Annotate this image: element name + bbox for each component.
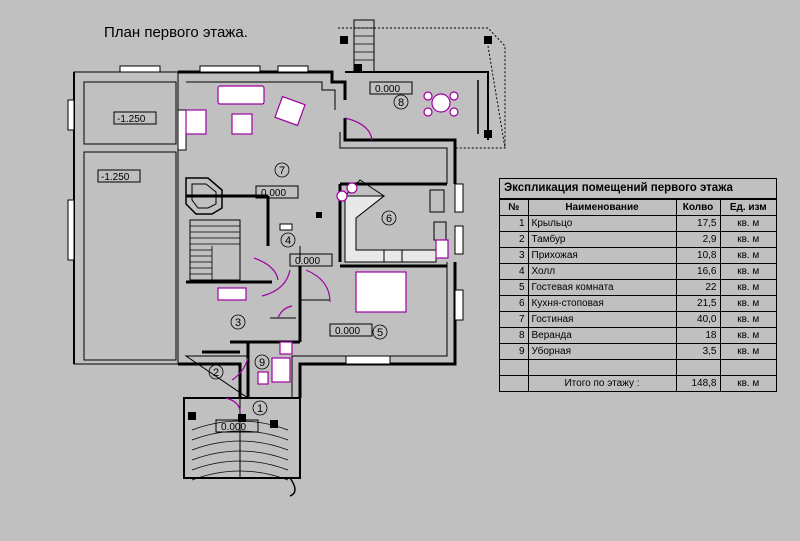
table-row: 6 Кухня-стоповая 21,5 кв. м: [500, 295, 776, 312]
row-unit: кв. м: [719, 343, 776, 360]
door-swings: [225, 117, 373, 413]
row-number: 8: [500, 327, 529, 344]
garage-upper-room: [83, 81, 177, 145]
row-unit: кв. м: [719, 311, 776, 328]
row-value: 2,9: [675, 231, 721, 248]
table-row: 3 Прихожая 10,8 кв. м: [500, 247, 776, 264]
row-value: 16,6: [675, 263, 721, 280]
veranda-wall: [345, 71, 489, 140]
plan-title: План первого этажа.: [104, 24, 248, 41]
row-name: Уборная: [527, 343, 677, 360]
table-row: 8 Веранда 18 кв. м: [500, 327, 776, 344]
row-value: 40,0: [675, 311, 721, 328]
room-1-level: 0.000: [221, 422, 246, 433]
row-number: 9: [500, 343, 529, 360]
row-unit: кв. м: [719, 231, 776, 248]
room-number-6: 6: [386, 213, 392, 225]
room-number-1: 1: [257, 403, 263, 415]
row-name: Кухня-стоповая: [527, 295, 677, 312]
row-value: 21,5: [675, 295, 721, 312]
row-number: 3: [500, 247, 529, 264]
row-unit: кв. м: [719, 327, 776, 344]
kitchen-cabinet: [433, 221, 447, 241]
col-header-number: №: [500, 199, 529, 216]
row-name: Тамбур: [527, 231, 677, 248]
row-number: 5: [500, 279, 529, 296]
house-inner-wall-line: [184, 81, 448, 399]
row-number: 2: [500, 231, 529, 248]
row-number: 6: [500, 295, 529, 312]
explication-title: Экспликация помещений первого этажа: [500, 179, 776, 199]
room-number-2: 2: [213, 367, 219, 379]
fireplace: [185, 177, 223, 215]
row-unit: кв. м: [719, 247, 776, 264]
house-outer-wall: [178, 70, 457, 398]
furniture: [185, 85, 459, 385]
row-name: Гостевая комната: [527, 279, 677, 296]
row-name: Холл: [527, 263, 677, 280]
row-number: 7: [500, 311, 529, 328]
table-row: 9 Уборная 3,5 кв. м: [500, 343, 776, 360]
total-label: Итого по этажу :: [527, 375, 677, 391]
stove: [383, 249, 403, 263]
porch: [183, 397, 301, 479]
table-row: 4 Холл 16,6 кв. м: [500, 263, 776, 280]
columns: [188, 36, 492, 428]
table-header-row: № Наименование Колво Ед. изм: [500, 199, 776, 216]
room-7-level: 0.000: [261, 188, 286, 199]
row-value: 18: [675, 327, 721, 344]
total-value: 148,8: [675, 375, 721, 391]
table-empty-row: [500, 359, 776, 376]
explication-table: Экспликация помещений первого этажа № На…: [499, 178, 777, 392]
row-value: 3,5: [675, 343, 721, 360]
room-4-level: 0.000: [295, 256, 320, 267]
room-number-8: 8: [398, 97, 404, 109]
row-name: Гостиная: [527, 311, 677, 328]
row-number: 1: [500, 215, 529, 232]
row-value: 22: [675, 279, 721, 296]
room-5-level: 0.000: [335, 326, 360, 337]
row-name: Крыльцо: [527, 215, 677, 232]
row-name: Веранда: [527, 327, 677, 344]
fridge: [429, 189, 445, 213]
room-number-3: 3: [235, 317, 241, 329]
col-header-unit: Ед. изм: [719, 199, 776, 216]
veranda-roof-outline: [338, 27, 506, 149]
row-number: 4: [500, 263, 529, 280]
row-value: 17,5: [675, 215, 721, 232]
table-row: 7 Гостиная 40,0 кв. м: [500, 311, 776, 328]
col-header-name: Наименование: [527, 199, 677, 216]
porch-stairs: [191, 420, 289, 481]
row-name: Прихожая: [527, 247, 677, 264]
room-number-9: 9: [259, 357, 265, 369]
garage-level-2: -1.250: [101, 172, 130, 183]
room-number-4: 4: [285, 235, 291, 247]
veranda-steps: [353, 19, 375, 73]
room-8-level: 0.000: [375, 84, 400, 95]
room-number-7: 7: [279, 165, 285, 177]
table-row: 2 Тамбур 2,9 кв. м: [500, 231, 776, 248]
table-total-row: Итого по этажу : 148,8 кв. м: [500, 375, 776, 391]
garage-level-1: -1.250: [117, 114, 146, 125]
col-header-value: Колво: [675, 199, 721, 216]
room-number-5: 5: [377, 327, 383, 339]
kitchen-counter: [344, 195, 437, 263]
garage-lower-room: [83, 151, 177, 361]
row-unit: кв. м: [719, 279, 776, 296]
row-unit: кв. м: [719, 263, 776, 280]
row-unit: кв. м: [719, 295, 776, 312]
row-value: 10,8: [675, 247, 721, 264]
total-unit: кв. м: [719, 375, 776, 391]
row-unit: кв. м: [719, 215, 776, 232]
table-row: 1 Крыльцо 17,5 кв. м: [500, 215, 776, 232]
table-row: 5 Гостевая комната 22 кв. м: [500, 279, 776, 296]
